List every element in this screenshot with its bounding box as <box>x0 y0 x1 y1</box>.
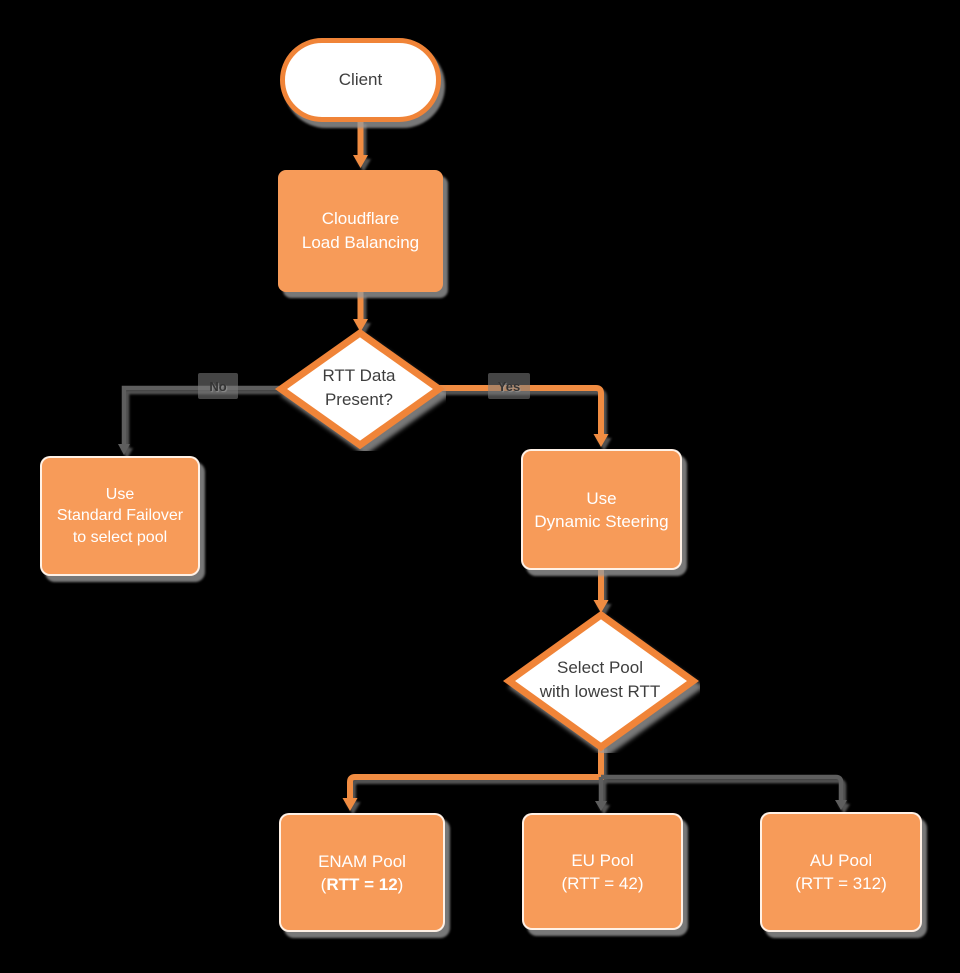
arrowhead-selectpool <box>593 600 609 613</box>
node-client: Client <box>280 38 441 122</box>
standard-failover-line2: Standard Failover <box>56 507 184 525</box>
dynamic-steering-line1: Use <box>586 488 617 508</box>
edges <box>118 120 847 811</box>
node-select-pool-label: Select Pool with lowest RTT <box>508 615 692 745</box>
node-select-pool-shape <box>502 610 700 752</box>
enam-rtt-prefix: ( <box>320 874 327 894</box>
node-dynamic-steering: Use Dynamic Steering <box>521 449 682 570</box>
enam-pool-line1: ENAM Pool <box>318 851 406 871</box>
node-standard-failover: Use Standard Failover to select pool <box>40 456 200 576</box>
arrowhead-steering <box>593 434 609 447</box>
node-rtt-decision-label: RTT Data Present? <box>280 333 438 443</box>
enam-rtt-suffix: ) <box>397 874 404 894</box>
arrowhead-eu <box>595 801 607 811</box>
arrowhead-decision <box>353 319 368 332</box>
eu-pool-line1: EU Pool <box>571 850 634 870</box>
arrowhead-loadbalancer <box>353 155 368 168</box>
edge-yes-to-steering <box>436 385 604 437</box>
node-au-pool: AU Pool (RTT = 312) <box>760 812 922 932</box>
au-pool-line2: (RTT = 312) <box>795 874 887 893</box>
standard-failover-line3: to select pool <box>72 528 168 546</box>
edge-label-no: No <box>198 373 238 399</box>
arrowhead-au <box>835 800 847 810</box>
enam-rtt-value: RTT = 12 <box>326 874 398 894</box>
edge-label-no-text: No <box>209 378 227 394</box>
diamond-select-pool <box>502 610 700 752</box>
node-rtt-decision-shape <box>274 328 446 450</box>
diamond-rtt <box>274 328 446 450</box>
node-load-balancer-line2: Load Balancing <box>301 233 420 252</box>
node-enam-pool: ENAM Pool (RTT = 12) <box>279 813 445 932</box>
rtt-decision-line2: Present? <box>324 390 394 409</box>
dynamic-steering-line2: Dynamic Steering <box>534 511 669 531</box>
node-load-balancer-line1: Cloudflare <box>321 209 400 228</box>
eu-pool-line2: (RTT = 42) <box>561 873 644 893</box>
edge-label-yes-text: Yes <box>497 378 521 394</box>
au-pool-line1: AU Pool <box>809 851 873 870</box>
rtt-decision-line1: RTT Data <box>322 366 396 385</box>
node-client-label: Client <box>338 70 383 89</box>
edge-selectpool-to-au <box>601 774 844 802</box>
select-pool-line2: with lowest RTT <box>539 682 661 701</box>
edge-selectpool-to-enam <box>347 744 604 801</box>
arrowhead-failover <box>118 444 130 455</box>
enam-pool-line2: (RTT = 12) <box>321 873 404 896</box>
node-eu-pool: EU Pool (RTT = 42) <box>522 813 683 930</box>
arrowhead-enam <box>342 798 358 811</box>
node-load-balancer: Cloudflare Load Balancing <box>278 170 443 292</box>
standard-failover-line1: Use <box>105 485 135 503</box>
select-pool-line1: Select Pool <box>557 658 643 677</box>
edge-label-yes: Yes <box>488 373 530 399</box>
